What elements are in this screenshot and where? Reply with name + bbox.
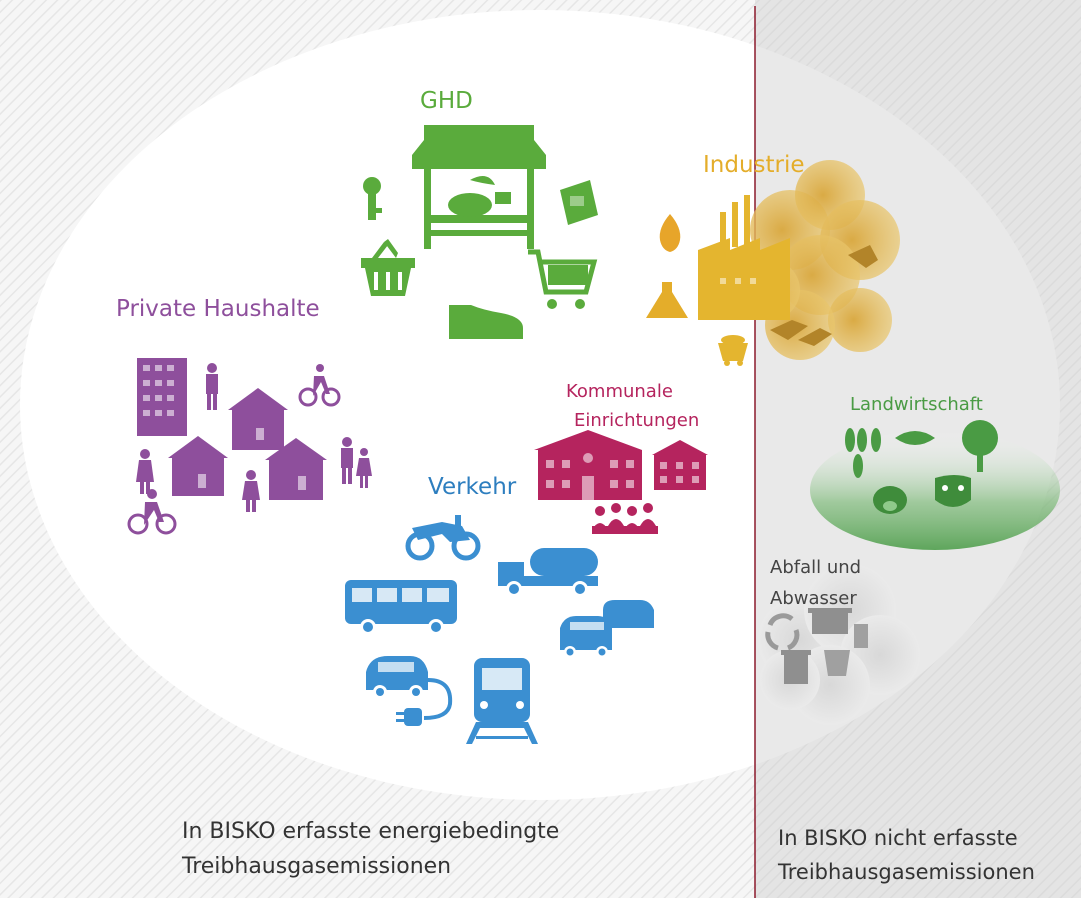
included-caption-line2: Treibhausgasemissionen	[181, 854, 451, 879]
kommunale-group: Kommunale Einrichtungen	[534, 381, 708, 534]
package-icon	[560, 180, 598, 225]
recycle-icon	[765, 613, 800, 651]
private-haushalte-label: Private Haushalte	[116, 296, 320, 322]
excluded-caption-line1: In BISKO nicht erfasste	[778, 826, 1018, 850]
verkehr-label: Verkehr	[428, 474, 517, 500]
included-caption-line1: In BISKO erfasste energiebedingte	[182, 819, 559, 844]
town-hall-icon	[534, 430, 642, 500]
industrie-group: Industrie	[646, 152, 900, 366]
tanker-truck-icon	[498, 548, 598, 597]
electric-car-icon	[366, 656, 453, 726]
landwirtschaft-label: Landwirtschaft	[850, 394, 983, 415]
tree-icon	[962, 420, 998, 472]
car-icon	[560, 600, 654, 658]
industrie-label: Industrie	[703, 152, 805, 178]
trash-can-icon	[781, 608, 852, 684]
landwirtschaft-group: Landwirtschaft	[810, 394, 1060, 550]
factory-icon	[698, 195, 790, 320]
abfall-group: Abfall und Abwasser	[758, 557, 920, 725]
flame-icon	[659, 214, 681, 252]
abfall-label-line1: Abfall und	[770, 557, 861, 578]
private-haushalte-group: Private Haushalte	[116, 296, 372, 535]
verkehr-group: Verkehr	[345, 474, 654, 744]
shoe-icon	[449, 305, 523, 339]
thermometer-icon	[363, 177, 382, 220]
kommunale-label-line2: Einrichtungen	[574, 410, 699, 431]
crops-icon	[845, 428, 935, 478]
ghd-label: GHD	[420, 88, 473, 114]
house-icon	[228, 388, 288, 450]
group-icon	[592, 503, 658, 534]
ghd-group: GHD	[361, 88, 598, 339]
kommunale-label-line1: Kommunale	[566, 381, 673, 402]
pig-icon	[873, 486, 907, 514]
family-icon	[341, 437, 372, 488]
train-icon	[466, 658, 538, 744]
excluded-caption-line2: Treibhausgasemissionen	[777, 860, 1035, 884]
house-icon	[265, 438, 327, 500]
bus-icon	[345, 580, 457, 635]
building-icon	[652, 440, 708, 490]
shopping-cart-icon	[528, 249, 598, 309]
cyclist-icon	[127, 489, 177, 535]
cow-icon	[935, 475, 971, 507]
person-icon	[242, 470, 260, 512]
person-icon	[206, 363, 218, 410]
abfall-label-line2: Abwasser	[770, 588, 857, 609]
house-icon	[168, 436, 228, 496]
market-stall-icon	[412, 125, 546, 249]
apartment-building-icon	[137, 358, 187, 436]
minecart-icon	[718, 335, 748, 366]
cyclist-icon	[298, 364, 341, 407]
shopping-basket-icon	[361, 239, 415, 296]
bucket-icon	[824, 624, 868, 676]
flask-icon	[646, 282, 688, 318]
person-icon	[136, 449, 154, 494]
motorcycle-icon	[405, 515, 481, 561]
